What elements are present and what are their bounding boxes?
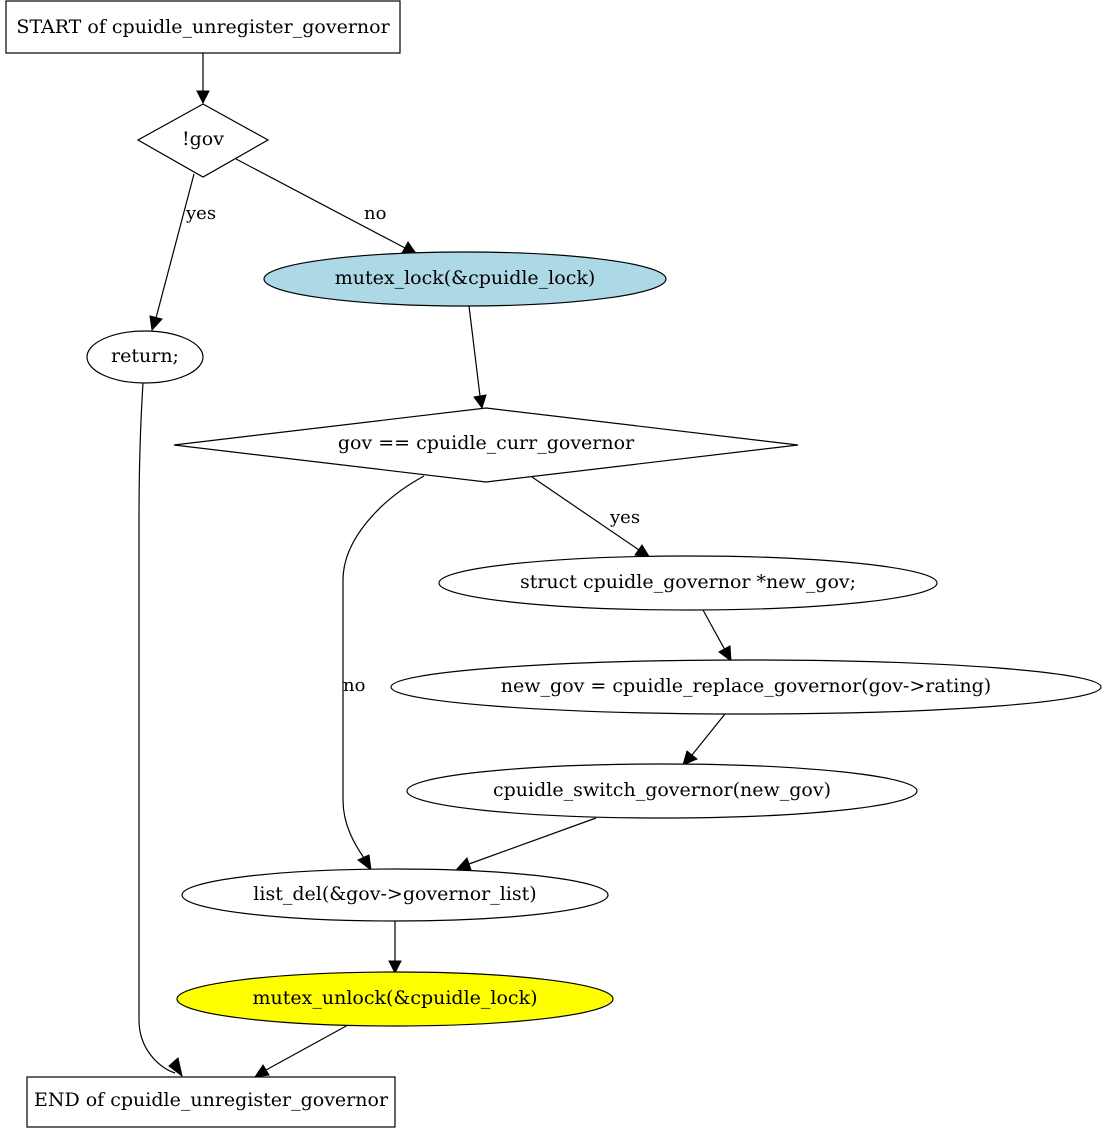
node-start: START of cpuidle_unregister_governor	[5, 0, 401, 54]
edge-cond-curr-to-list-del: no	[342, 475, 425, 872]
node-cond-curr: gov == cpuidle_curr_governor	[173, 407, 799, 483]
node-end-label: END of cpuidle_unregister_governor	[34, 1089, 389, 1111]
edge-switch-to-list-del	[455, 817, 597, 871]
node-cond-gov-label: !gov	[182, 128, 224, 150]
edge-list-del-to-mutex-unlock	[388, 921, 402, 975]
decision-diamond	[136, 103, 270, 178]
edge-label-no: no	[364, 203, 386, 224]
node-assign-new-gov: new_gov = cpuidle_replace_governor(gov->…	[390, 659, 1102, 715]
edge-cond-gov-to-mutex-lock: no	[235, 158, 419, 256]
edge-mutex-unlock-to-end	[253, 1024, 349, 1078]
node-decl-new-gov-label: struct cpuidle_governor *new_gov;	[520, 571, 856, 593]
node-mutex-lock: mutex_lock(&cpuidle_lock)	[263, 251, 667, 307]
node-assign-new-gov-label: new_gov = cpuidle_replace_governor(gov->…	[501, 675, 991, 697]
node-mutex-lock-label: mutex_lock(&cpuidle_lock)	[335, 267, 596, 289]
edge-label-no: no	[343, 675, 365, 696]
edges: yes no yes no	[138, 53, 732, 1078]
node-mutex-unlock-label: mutex_unlock(&cpuidle_lock)	[253, 987, 538, 1009]
end-box	[26, 1076, 396, 1128]
edge-mutex-lock-to-cond-curr	[468, 305, 487, 410]
decl-new-gov-ellipse	[438, 555, 938, 611]
node-cond-curr-label: gov == cpuidle_curr_governor	[338, 432, 635, 454]
edge-decl-to-assign	[702, 609, 732, 663]
nodes: START of cpuidle_unregister_governor !go…	[5, 0, 1102, 1128]
edge-cond-curr-to-decl-new-gov: yes	[531, 476, 652, 559]
mutex-unlock-ellipse	[176, 971, 614, 1027]
start-box	[5, 0, 401, 54]
switch-gov-ellipse	[406, 763, 918, 819]
decision-diamond	[173, 407, 799, 483]
edge-return-to-end	[138, 382, 183, 1078]
node-start-label: START of cpuidle_unregister_governor	[16, 16, 390, 38]
edge-label-yes: yes	[185, 203, 216, 224]
edge-assign-to-switch	[682, 713, 726, 766]
node-cond-gov: !gov	[136, 103, 270, 178]
edge-label-yes: yes	[609, 507, 640, 528]
node-return-label: return;	[111, 345, 179, 367]
edge-cond-gov-to-return: yes	[149, 173, 216, 332]
mutex-lock-ellipse	[263, 251, 667, 307]
return-ellipse	[86, 330, 204, 384]
list-del-ellipse	[181, 868, 609, 922]
assign-new-gov-ellipse	[390, 659, 1102, 715]
node-end: END of cpuidle_unregister_governor	[26, 1076, 396, 1128]
node-switch-gov-label: cpuidle_switch_governor(new_gov)	[493, 779, 831, 801]
edge-start-to-cond-gov	[196, 53, 210, 105]
node-list-del-label: list_del(&gov->governor_list)	[253, 883, 536, 905]
node-list-del: list_del(&gov->governor_list)	[181, 868, 609, 922]
node-return: return;	[86, 330, 204, 384]
node-switch-gov: cpuidle_switch_governor(new_gov)	[406, 763, 918, 819]
node-decl-new-gov: struct cpuidle_governor *new_gov;	[438, 555, 938, 611]
node-mutex-unlock: mutex_unlock(&cpuidle_lock)	[176, 971, 614, 1027]
